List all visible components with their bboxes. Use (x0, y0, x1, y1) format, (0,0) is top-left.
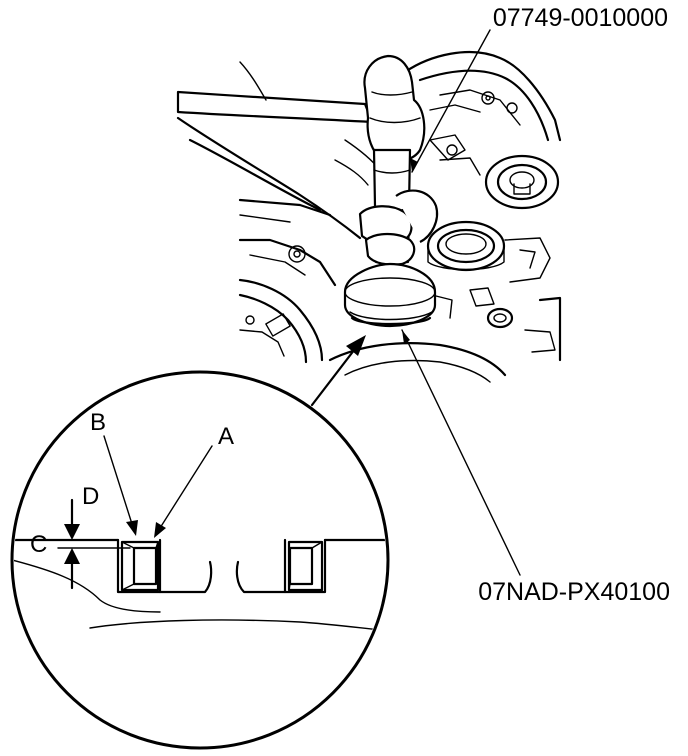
right-boss (484, 154, 560, 210)
center-bore (426, 220, 506, 272)
detail-magnifier (10, 370, 390, 750)
driver-tool (176, 116, 439, 328)
seal-right (287, 540, 324, 592)
label-b: B (90, 409, 106, 436)
label-d: D (82, 483, 99, 510)
label-tool-top: 07749-0010000 (493, 4, 668, 32)
label-a: A (218, 423, 234, 450)
leader-lines (310, 29, 521, 576)
label-tool-bottom: 07NAD-PX40100 (478, 578, 670, 606)
hammer (176, 54, 426, 163)
seal-left (120, 540, 160, 592)
label-c: C (30, 531, 47, 558)
